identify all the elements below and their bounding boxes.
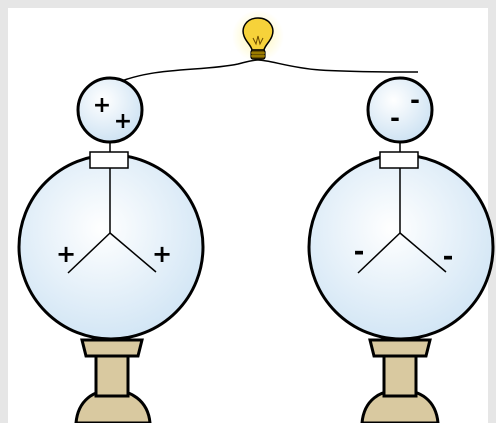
left-leaf-charge: + xyxy=(56,240,76,268)
left-ball-charge: + xyxy=(114,109,132,134)
left-insulator xyxy=(89,151,129,169)
right-stand-collar xyxy=(368,338,432,358)
left-electroscope: + + + + xyxy=(17,76,205,423)
right-leaf-charge: - xyxy=(443,242,454,272)
left-top-ball xyxy=(76,76,144,144)
left-leaf-right xyxy=(109,232,157,273)
right-leaf-charge: - xyxy=(354,237,365,267)
left-electroscope-sphere xyxy=(17,153,205,341)
right-ball-charge: - xyxy=(390,104,400,132)
right-electroscope: - - - - xyxy=(307,76,495,423)
light-bulb-icon xyxy=(232,10,284,62)
right-leaf-right xyxy=(399,232,447,273)
right-ball-charge: - xyxy=(410,86,420,114)
left-stand-collar xyxy=(80,338,144,358)
right-leaf-left xyxy=(357,232,401,274)
right-top-ball xyxy=(366,76,434,144)
right-insulator xyxy=(379,151,419,169)
left-leaf-left xyxy=(67,232,111,274)
connecting-wire xyxy=(109,59,419,87)
right-electroscope-sphere xyxy=(307,153,495,341)
left-ball-charge: + xyxy=(93,93,111,118)
left-leaf-charge: + xyxy=(152,240,172,268)
